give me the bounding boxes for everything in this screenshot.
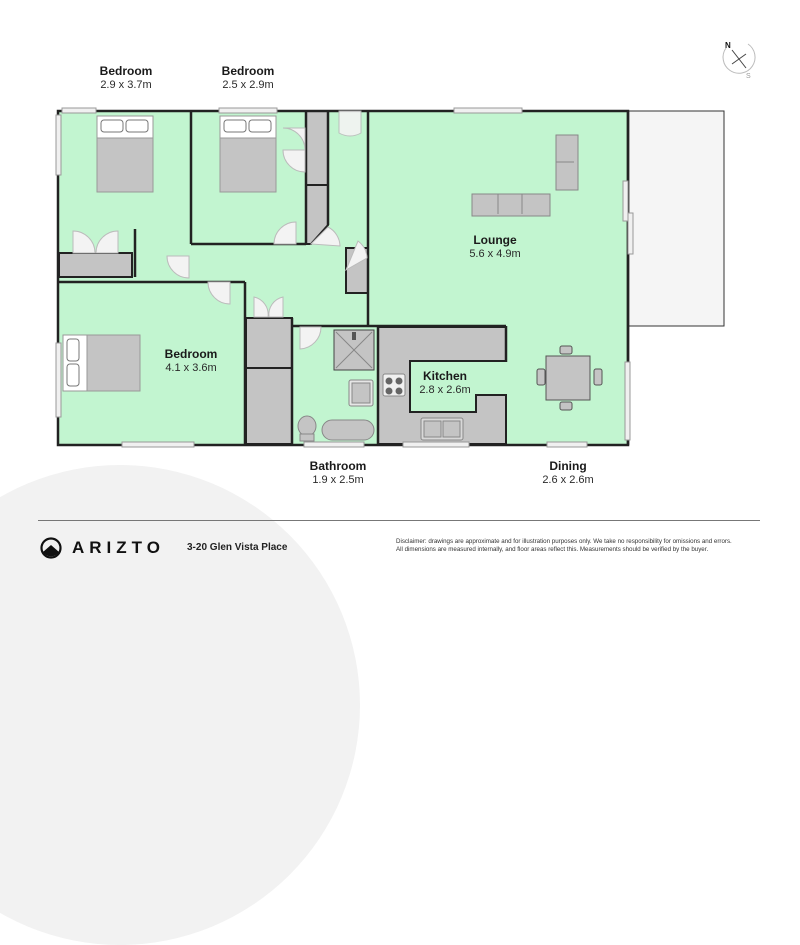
arizto-logo-icon: [40, 537, 62, 559]
room-dimensions: 2.5 x 2.9m: [222, 78, 274, 91]
brand: ARIZTO: [40, 537, 165, 559]
compass-south-label: S: [746, 73, 751, 78]
disclaimer: Disclaimer: drawings are approximate and…: [396, 538, 766, 555]
room-label-dining: Dining 2.6 x 2.6m: [498, 459, 638, 486]
room-label-bedroom-3: Bedroom 4.1 x 3.6m: [121, 347, 261, 374]
room-label-lounge: Lounge 5.6 x 4.9m: [425, 233, 565, 260]
room-name: Dining: [549, 459, 587, 473]
kitchen-sink: [420, 417, 464, 441]
bed-3: [62, 334, 141, 392]
room-name: Bedroom: [221, 64, 275, 78]
compass-north-label: N: [725, 41, 731, 50]
bed-1: [96, 115, 154, 193]
room-dimensions: 5.6 x 4.9m: [469, 247, 521, 260]
outdoor-deck: [627, 110, 725, 327]
floor-plan: [55, 107, 725, 448]
footer-divider: [38, 520, 760, 521]
disclaimer-line-2: All dimensions are measured internally, …: [396, 546, 709, 554]
bed-2: [219, 115, 277, 193]
bathtub: [321, 419, 375, 441]
shower: [333, 329, 375, 371]
room-label-bedroom-1: Bedroom 2.9 x 3.7m: [56, 64, 196, 91]
room-name: Bedroom: [164, 347, 218, 361]
toilet: [297, 415, 317, 442]
room-label-bedroom-2: Bedroom 2.5 x 2.9m: [178, 64, 318, 91]
sofa-short: [555, 134, 579, 191]
room-name: Bathroom: [309, 459, 367, 473]
windows: [55, 107, 634, 448]
room-label-kitchen: Kitchen 2.8 x 2.6m: [375, 369, 515, 396]
room-dimensions: 4.1 x 3.6m: [165, 361, 217, 374]
sofa-long: [471, 193, 551, 217]
room-name: Lounge: [473, 233, 517, 247]
cooktop: [382, 373, 406, 397]
room-name: Bedroom: [99, 64, 153, 78]
brand-name: ARIZTO: [72, 538, 165, 557]
room-name: Kitchen: [422, 369, 467, 383]
compass-icon: N S: [722, 41, 756, 78]
room-label-bathroom: Bathroom 1.9 x 2.5m: [268, 459, 408, 486]
dining-table: [536, 345, 603, 411]
room-dimensions: 1.9 x 2.5m: [312, 473, 364, 486]
room-dimensions: 2.8 x 2.6m: [419, 383, 471, 396]
room-dimensions: 2.6 x 2.6m: [542, 473, 594, 486]
basin: [348, 379, 374, 407]
property-address: 3-20 Glen Vista Place: [187, 542, 288, 553]
room-dimensions: 2.9 x 3.7m: [100, 78, 152, 91]
doors: [72, 110, 368, 350]
disclaimer-line-1: Disclaimer: drawings are approximate and…: [396, 538, 732, 545]
